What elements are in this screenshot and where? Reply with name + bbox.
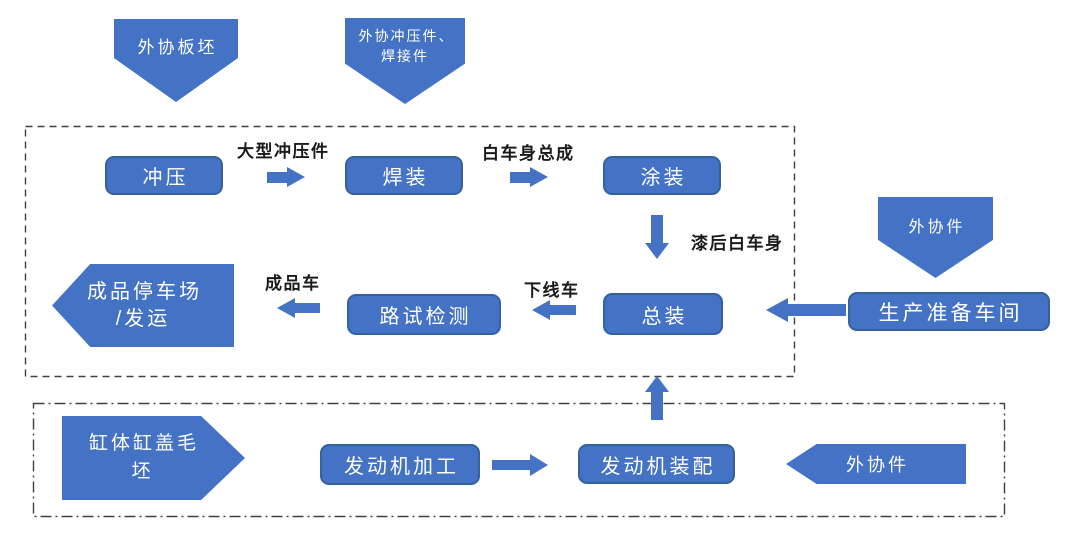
node-final-assembly: 总装 — [603, 293, 723, 335]
output-finished-parking-shipping: 成品停车场 /发运 — [52, 264, 234, 347]
arrow-road-test-to-parking — [277, 298, 320, 318]
node-final-assembly-label: 总装 — [641, 305, 688, 328]
arrow-painting-to-final-assembly — [645, 215, 669, 259]
node-engine-machining-label: 发动机加工 — [344, 456, 459, 478]
node-production-prep-workshop-label: 生产准备车间 — [878, 301, 1023, 325]
input-cylinder-block-head-blank-label: 缸体缸盖毛 坯 — [88, 433, 199, 482]
flow-label-finished-vehicle: 成品车 — [265, 274, 321, 293]
arrow-engine-assembly-to-final-assembly — [645, 376, 669, 420]
arrow-welding-to-painting — [510, 167, 548, 187]
node-welding-label: 焊装 — [382, 167, 429, 189]
node-stamping-label: 冲压 — [142, 167, 189, 189]
arrow-engine-machining-to-engine-assembly — [492, 454, 548, 476]
node-engine-machining: 发动机加工 — [320, 444, 480, 485]
input-outsourced-parts-engine-label: 外协件 — [846, 455, 909, 475]
input-cylinder-block-head-blank: 缸体缸盖毛 坯 — [62, 416, 245, 500]
node-road-test: 路试检测 — [347, 294, 501, 335]
node-production-prep-workshop: 生产准备车间 — [848, 292, 1050, 331]
input-outsourced-parts-engine: 外协件 — [786, 444, 966, 484]
node-painting-label: 涂装 — [640, 167, 687, 189]
arrow-stamping-to-welding — [267, 167, 305, 187]
output-finished-parking-shipping-label: 成品停车场 /发运 — [87, 281, 202, 330]
input-outsourced-stamping-welding-parts-label: 外协冲压件、 焊接件 — [358, 28, 455, 64]
engine-plant-boundary — [32, 402, 1006, 518]
input-outsourced-slab-label: 外协板坯 — [137, 38, 218, 57]
flow-label-painted-body-in-white: 漆后白车身 — [691, 234, 784, 253]
node-road-test-label: 路试检测 — [379, 306, 472, 328]
node-welding: 焊装 — [345, 156, 463, 195]
flow-label-body-in-white-assembly: 白车身总成 — [482, 144, 575, 163]
node-stamping: 冲压 — [105, 156, 223, 195]
arrow-production-prep-to-final-assembly — [766, 298, 846, 322]
vehicle-plant-boundary — [24, 125, 796, 378]
node-painting: 涂装 — [603, 156, 721, 195]
arrow-final-assembly-to-road-test — [532, 300, 576, 320]
node-engine-assembly-label: 发动机装配 — [600, 455, 716, 478]
node-engine-assembly: 发动机装配 — [578, 444, 735, 484]
flow-label-offline-vehicle: 下线车 — [524, 281, 580, 300]
flow-label-large-stamping-parts: 大型冲压件 — [237, 142, 330, 161]
input-outsourced-parts-main-label: 外协件 — [908, 219, 966, 236]
input-outsourced-slab: 外协板坯 — [114, 19, 238, 102]
